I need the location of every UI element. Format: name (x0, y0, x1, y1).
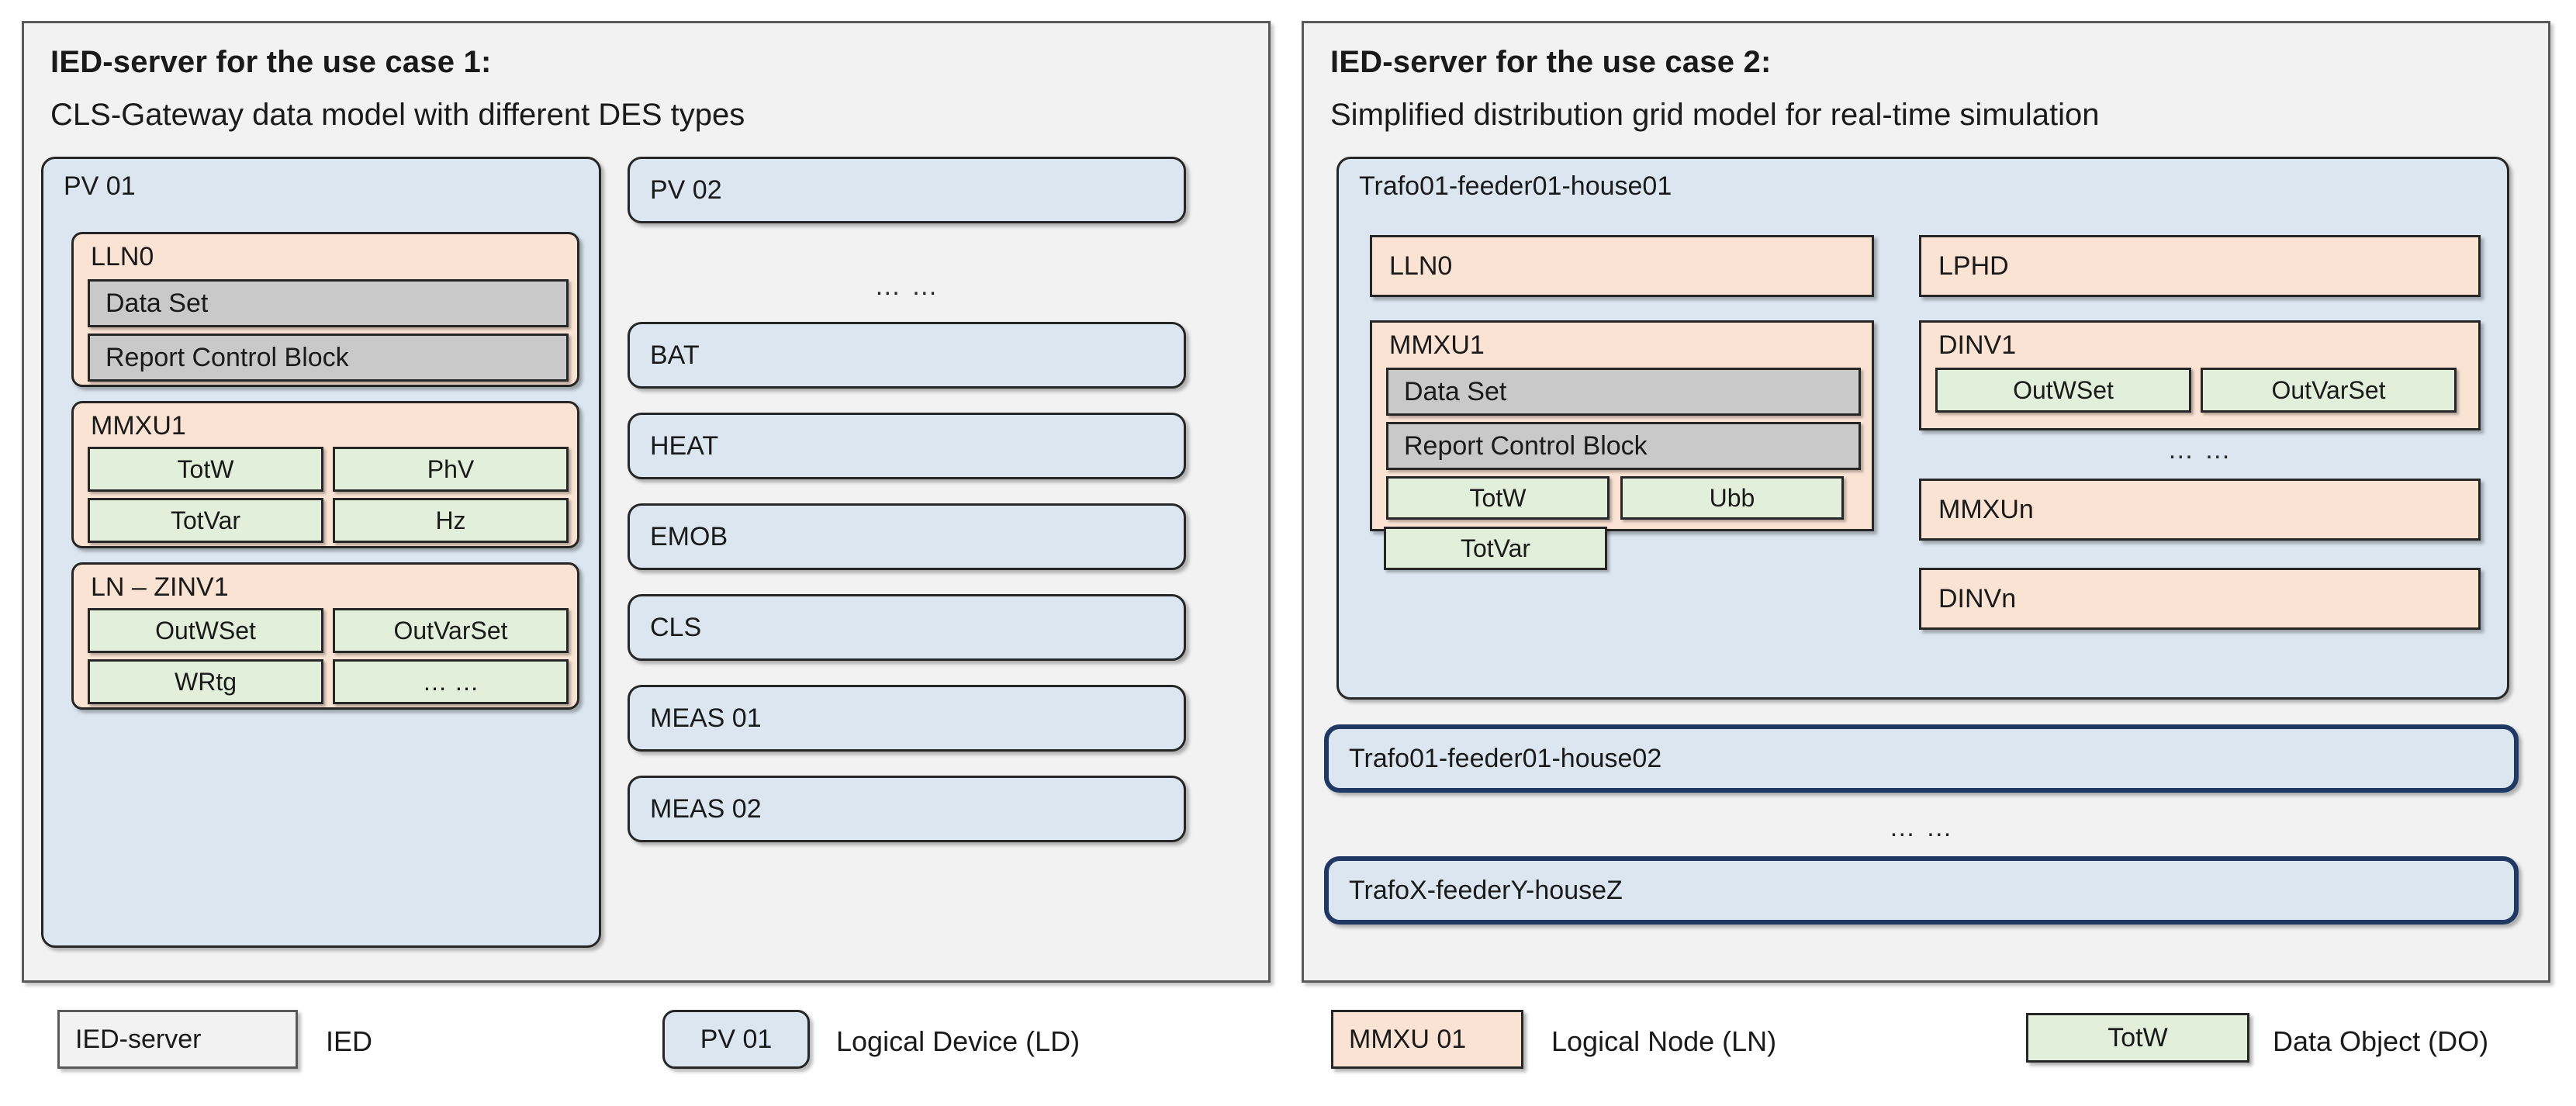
logical-device-label: BAT (650, 340, 700, 370)
data-set-box-2[interactable]: Data Set (1386, 368, 1861, 416)
logical-node-label: MMXUn (1938, 494, 2034, 524)
data-object-outvarset-2[interactable]: OutVarSet (2201, 368, 2457, 413)
legend-text-ld: Logical Device (LD) (836, 1025, 1081, 1057)
legend-swatch-label: MMXU 01 (1349, 1024, 1467, 1054)
report-control-block-box-2[interactable]: Report Control Block (1386, 422, 1861, 470)
logical-device-label: EMOB (650, 521, 728, 551)
data-object-ubb[interactable]: Ubb (1620, 476, 1844, 520)
report-control-block-label: Report Control Block (1404, 430, 1648, 461)
dinv-list-ellipsis: … … (2167, 435, 2232, 465)
data-object-totw-2[interactable]: TotW (1386, 476, 1610, 520)
logical-node-dinvn[interactable]: DINVn (1919, 568, 2481, 630)
report-control-block-box[interactable]: Report Control Block (88, 334, 569, 382)
data-object-wrtg[interactable]: WRtg (88, 659, 323, 704)
logical-node-mmxu1-label: MMXU1 (91, 411, 186, 441)
data-object-label: TotVar (170, 506, 241, 534)
data-object-label: TotW (177, 454, 234, 483)
panel-1-title: IED-server for the use case 1: (50, 45, 492, 79)
legend-swatch-ld: PV 01 (662, 1010, 810, 1069)
panel-2-subtitle: Simplified distribution grid model for r… (1330, 98, 2100, 132)
data-object-totw[interactable]: TotW (88, 447, 323, 492)
logical-node-mmxu1-2[interactable]: MMXU1 Data Set Report Control Block TotW… (1370, 320, 1874, 531)
logical-node-zinv1[interactable]: LN – ZINV1 OutWSet OutVarSet WRtg … … (71, 562, 579, 710)
logical-node-mmxun[interactable]: MMXUn (1919, 479, 2481, 541)
legend-swatch-ied: IED-server (57, 1010, 298, 1069)
logical-node-label: LLN0 (1389, 251, 1453, 281)
ld-extra-ellipsis: … … (1889, 813, 1954, 842)
data-object-more[interactable]: … … (333, 659, 569, 704)
data-object-label: OutWSet (2013, 375, 2114, 404)
legend-swatch-label: TotW (2107, 1022, 2168, 1052)
legend-text-ied: IED (326, 1025, 373, 1057)
logical-device-pv-01-label: PV 01 (64, 171, 136, 201)
panel-2-title: IED-server for the use case 2: (1330, 45, 1772, 79)
data-set-label: Data Set (105, 288, 209, 318)
logical-node-mmxu1[interactable]: MMXU1 TotW PhV TotVar Hz (71, 401, 579, 548)
data-object-outwset-2[interactable]: OutWSet (1935, 368, 2191, 413)
logical-node-lphd[interactable]: LPHD (1919, 235, 2481, 297)
logical-device-pv-01[interactable]: PV 01 LLN0 Data Set Report Control Block… (41, 157, 601, 948)
logical-node-lln0-label: LLN0 (91, 242, 154, 271)
logical-device-label: MEAS 01 (650, 703, 762, 733)
data-object-outvarset[interactable]: OutVarSet (333, 608, 569, 653)
logical-node-dinv1[interactable]: DINV1 OutWSet OutVarSet (1919, 320, 2481, 430)
logical-device-meas-01[interactable]: MEAS 01 (628, 685, 1186, 752)
logical-device-label: PV 02 (650, 175, 722, 205)
data-object-label: Hz (435, 506, 466, 534)
data-object-label: OutWSet (155, 616, 256, 645)
logical-node-zinv1-label: LN – ZINV1 (91, 572, 229, 602)
logical-device-label: Trafo01-feeder01-house02 (1349, 743, 1662, 773)
logical-device-pv-02[interactable]: PV 02 (628, 157, 1186, 223)
data-object-label: OutVarSet (393, 616, 508, 645)
logical-device-cls[interactable]: CLS (628, 594, 1186, 661)
logical-node-lln0-2[interactable]: LLN0 (1370, 235, 1874, 297)
data-object-ellipsis-label: … … (422, 667, 479, 696)
legend-swatch-ln: MMXU 01 (1331, 1010, 1523, 1069)
data-object-outwset[interactable]: OutWSet (88, 608, 323, 653)
logical-device-bat[interactable]: BAT (628, 322, 1186, 389)
ied-server-panel-2: IED-server for the use case 2: Simplifie… (1302, 21, 2550, 983)
legend-text-do: Data Object (DO) (2273, 1025, 2489, 1057)
data-set-box[interactable]: Data Set (88, 279, 569, 327)
data-set-label: Data Set (1404, 376, 1507, 406)
logical-node-mmxu1-2-label: MMXU1 (1389, 330, 1485, 360)
ied-server-panel-1: IED-server for the use case 1: CLS-Gatew… (22, 21, 1271, 983)
ld-list-ellipsis: … … (874, 271, 939, 301)
logical-device-label: HEAT (650, 430, 719, 461)
legend-text-ln: Logical Node (LN) (1551, 1025, 1777, 1057)
logical-device-label: CLS (650, 612, 702, 642)
data-object-label: TotW (1469, 483, 1527, 512)
logical-device-trafo01-feeder01-house02[interactable]: Trafo01-feeder01-house02 (1324, 724, 2519, 793)
logical-device-heat[interactable]: HEAT (628, 413, 1186, 479)
data-object-label: WRtg (175, 667, 237, 696)
logical-device-emob[interactable]: EMOB (628, 503, 1186, 570)
logical-device-meas-02[interactable]: MEAS 02 (628, 776, 1186, 842)
data-object-label: PhV (427, 454, 475, 483)
data-object-label: Ubb (1709, 483, 1755, 512)
report-control-block-label: Report Control Block (105, 342, 349, 372)
logical-device-trafo01-feeder01-house01[interactable]: Trafo01-feeder01-house01 LLN0 MMXU1 Data… (1336, 157, 2509, 700)
legend-swatch-label: IED-server (75, 1024, 202, 1054)
logical-device-label: TrafoX-feederY-houseZ (1349, 875, 1623, 905)
data-object-hz[interactable]: Hz (333, 498, 569, 543)
data-object-label: TotVar (1460, 534, 1531, 562)
logical-node-label: DINVn (1938, 583, 2017, 613)
panel-1-subtitle: CLS-Gateway data model with different DE… (50, 98, 745, 132)
logical-node-lln0[interactable]: LLN0 Data Set Report Control Block (71, 232, 579, 387)
logical-device-trafo01-feeder01-house01-label: Trafo01-feeder01-house01 (1359, 171, 1672, 201)
data-object-totvar-2[interactable]: TotVar (1384, 527, 1607, 570)
data-object-phv[interactable]: PhV (333, 447, 569, 492)
legend-swatch-label: PV 01 (700, 1024, 773, 1054)
data-object-label: OutVarSet (2271, 375, 2386, 404)
legend-swatch-do: TotW (2026, 1013, 2249, 1063)
logical-node-label: LPHD (1938, 251, 2009, 281)
logical-node-dinv1-label: DINV1 (1938, 330, 2017, 360)
logical-device-trafox-feedery-housez[interactable]: TrafoX-feederY-houseZ (1324, 856, 2519, 925)
data-object-totvar[interactable]: TotVar (88, 498, 323, 543)
logical-device-label: MEAS 02 (650, 793, 762, 824)
